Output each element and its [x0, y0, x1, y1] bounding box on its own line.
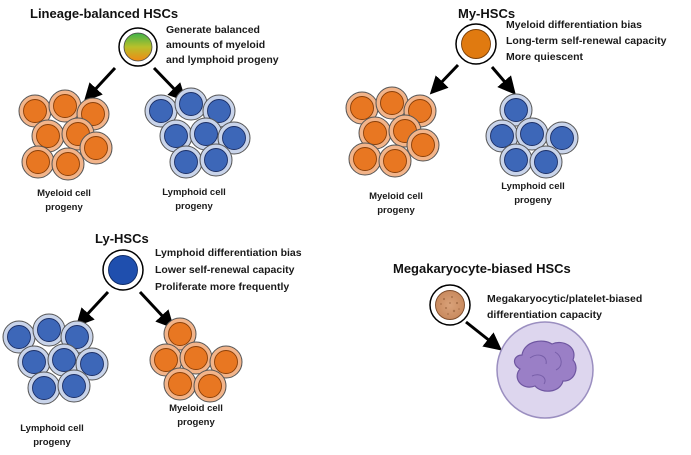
description-line: Generate balanced	[166, 24, 260, 36]
lymphoid-cell	[32, 313, 66, 347]
panel-title: My-HSCs	[458, 6, 515, 21]
lymphoid-cell	[17, 345, 51, 379]
myeloid-cell	[345, 91, 379, 125]
panel-title: Megakaryocyte-biased HSCs	[393, 261, 571, 276]
caption: Myeloid cell	[369, 191, 423, 202]
my-hsc-cell	[455, 23, 497, 65]
caption: progeny	[175, 201, 213, 212]
lymphoid-cell	[174, 87, 208, 121]
lymphoid-cell	[199, 143, 233, 177]
lymphoid-cell	[2, 320, 36, 354]
description-line: Lymphoid differentiation bias	[155, 247, 302, 259]
arrow-left	[429, 63, 460, 95]
lymphoid-cell	[27, 371, 61, 405]
arrow-right	[138, 290, 175, 329]
arrow-left	[83, 66, 117, 102]
lymphoid-progeny-cluster	[2, 313, 109, 405]
caption: Lymphoid cell	[20, 423, 84, 434]
arrow-left	[75, 290, 110, 327]
megakaryocyte-cell	[496, 321, 594, 419]
lymphoid-cell	[217, 121, 251, 155]
myeloid-cell	[375, 86, 409, 120]
description-line: More quiescent	[506, 51, 584, 63]
panel-my-hscs: My-HSCs Myeloid differentiation bias Lon…	[345, 6, 667, 216]
myeloid-cell	[358, 116, 392, 150]
panel-title: Ly-HSCs	[95, 231, 149, 246]
panel-ly-hscs: Ly-HSCs Lymphoid differentiation bias Lo…	[2, 231, 302, 448]
caption: progeny	[45, 202, 83, 213]
myeloid-cell	[378, 144, 412, 178]
myeloid-cell	[163, 317, 197, 351]
balanced-hsc-cell	[118, 27, 158, 67]
myeloid-cell	[79, 131, 113, 165]
lymphoid-cell	[499, 93, 533, 127]
myeloid-progeny-cluster	[345, 86, 440, 178]
panel-title: Lineage-balanced HSCs	[30, 6, 178, 21]
arrow-right	[152, 66, 187, 102]
description-line: Lower self-renewal capacity	[155, 264, 295, 276]
myeloid-cell	[51, 147, 85, 181]
lymphoid-cell	[75, 347, 109, 381]
description-line: Proliferate more frequently	[155, 281, 289, 293]
myeloid-progeny-cluster	[18, 89, 113, 181]
description-line: Megakaryocytic/platelet-biased	[487, 293, 642, 305]
mk-hsc-cell	[429, 284, 471, 326]
lymphoid-cell	[57, 369, 91, 403]
description-line: differentiation capacity	[487, 309, 602, 321]
arrow-down	[465, 320, 503, 351]
lymphoid-cell	[545, 121, 579, 155]
caption: progeny	[33, 437, 71, 448]
myeloid-cell	[406, 128, 440, 162]
lymphoid-progeny-cluster	[485, 93, 579, 179]
description-line: Myeloid differentiation bias	[506, 19, 642, 31]
caption: progeny	[177, 417, 215, 428]
caption: Lymphoid cell	[162, 187, 226, 198]
description-line: Long-term self-renewal capacity	[506, 35, 667, 47]
myeloid-cell	[48, 89, 82, 123]
caption: Myeloid cell	[169, 403, 223, 414]
ly-hsc-cell	[102, 249, 144, 291]
lymphoid-cell	[144, 94, 178, 128]
panel-mk-hscs: Megakaryocyte-biased HSCs Megakaryocytic…	[393, 261, 642, 419]
description-line: amounts of myeloid	[166, 39, 265, 51]
myeloid-cell	[21, 145, 55, 179]
caption: progeny	[514, 195, 552, 206]
myeloid-cell	[163, 367, 197, 401]
myeloid-progeny-cluster	[149, 317, 243, 403]
arrow-right	[490, 66, 516, 95]
caption: Myeloid cell	[37, 188, 91, 199]
lymphoid-cell	[189, 117, 223, 151]
lymphoid-cell	[529, 145, 563, 179]
myeloid-cell	[209, 345, 243, 379]
myeloid-cell	[348, 142, 382, 176]
myeloid-cell	[193, 369, 227, 403]
lymphoid-cell	[169, 145, 203, 179]
description-line: and lymphoid progeny	[166, 54, 279, 66]
lymphoid-progeny-cluster	[144, 87, 251, 179]
lymphoid-cell	[515, 117, 549, 151]
lymphoid-cell	[499, 143, 533, 177]
panel-lineage-balanced: Lineage-balanced HSCs Generate balanced …	[18, 6, 279, 213]
caption: Lymphoid cell	[501, 181, 565, 192]
caption: progeny	[377, 205, 415, 216]
